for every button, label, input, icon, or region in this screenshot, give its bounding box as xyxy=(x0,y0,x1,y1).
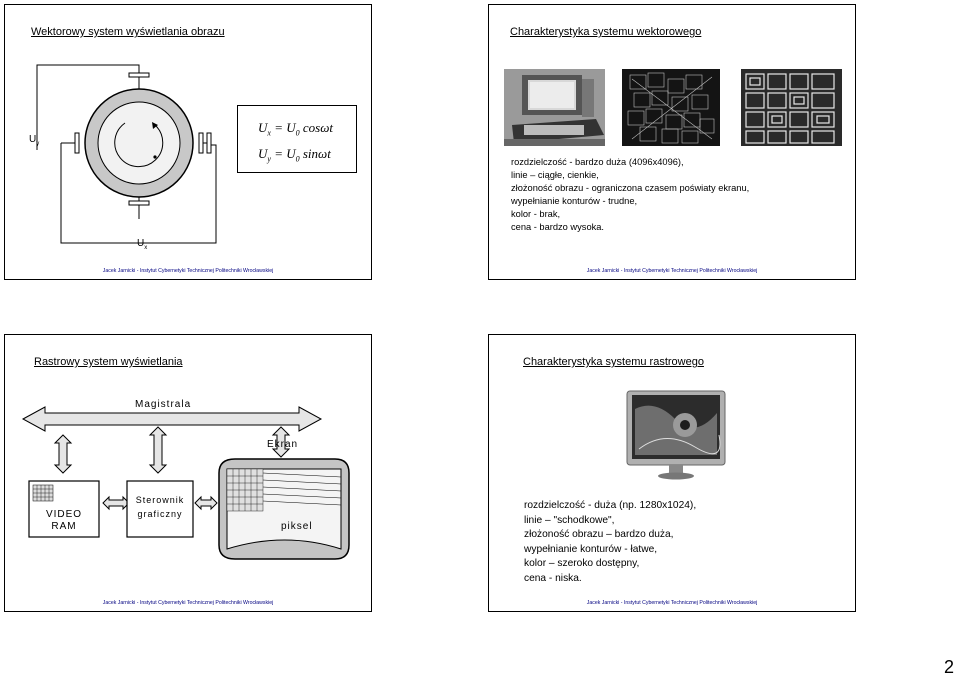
page-number: 2 xyxy=(943,657,954,677)
pixel-label: piksel xyxy=(281,521,313,532)
screen-label: Ekran xyxy=(267,439,299,450)
slide-footer: Jacek Jarnicki - Instytut Cybernetyki Te… xyxy=(586,268,758,274)
characteristics-list: rozdzielczość - duża (np. 1280x1024), li… xyxy=(524,499,696,586)
slide-vector-display: Wektorowy system wyświetlania obrazu Uy … xyxy=(4,4,372,280)
vector-display-diagram xyxy=(36,64,217,244)
slide-title: Rastrowy system wyświetlania xyxy=(34,356,183,368)
list-item: wypełnianie konturów - łatwe, xyxy=(524,543,658,555)
list-item: cena - bardzo wysoka. xyxy=(511,222,605,232)
slide-raster-display: Rastrowy system wyświetlania xyxy=(4,334,372,612)
list-item: cena - niska. xyxy=(524,572,582,584)
vector-graphics-image-1 xyxy=(622,69,720,146)
equations-box: Ux = U0 cosωt Uy = U0 sinωt xyxy=(237,105,357,173)
slide-raster-characteristics: Charakterystyka systemu rastrowego rozdz… xyxy=(488,334,856,612)
slide-title: Wektorowy system wyświetlania obrazu xyxy=(31,26,225,38)
slide-footer: Jacek Jarnicki - Instytut Cybernetyki Te… xyxy=(102,600,274,606)
slide-title: Charakterystyka systemu rastrowego xyxy=(523,356,704,368)
raster-display-diagram xyxy=(21,406,350,560)
list-item: rozdzielczość - bardzo duża (4096x4096), xyxy=(511,157,684,167)
controller-label: Sterownik graficzny xyxy=(135,495,185,519)
equation-uy: Uy = U0 sinωt xyxy=(258,146,331,164)
list-item: linie – ciągłe, cienkie, xyxy=(511,170,599,180)
video-ram-label: VIDEO RAM xyxy=(45,509,83,532)
list-item: kolor – szeroko dostępny, xyxy=(524,558,640,569)
list-item: złożoność obrazu – bardzo duża, xyxy=(524,529,674,540)
list-item: złożoność obrazu - ograniczona czasem po… xyxy=(511,183,750,193)
slide-footer: Jacek Jarnicki - Instytut Cybernetyki Te… xyxy=(102,268,274,274)
vector-graphics-image-2 xyxy=(741,69,842,146)
ux-label: Ux xyxy=(137,238,148,251)
slide-vector-characteristics: Charakterystyka systemu wektorowego xyxy=(488,4,856,280)
slide-title: Charakterystyka systemu wektorowego xyxy=(510,26,702,38)
list-item: linie – "schodkowe", xyxy=(524,514,615,526)
lcd-monitor-photo xyxy=(626,390,726,480)
bus-label: Magistrala xyxy=(135,399,192,410)
slide-footer: Jacek Jarnicki - Instytut Cybernetyki Te… xyxy=(586,600,758,606)
list-item: kolor - brak, xyxy=(511,209,561,219)
list-item: rozdzielczość - duża (np. 1280x1024), xyxy=(524,500,697,511)
list-item: wypełnianie konturów - trudne, xyxy=(511,196,638,206)
vector-terminal-photo xyxy=(504,69,605,146)
equation-ux: Ux = U0 cosωt xyxy=(258,120,333,138)
characteristics-list: rozdzielczość - bardzo duża (4096x4096),… xyxy=(511,156,749,234)
uy-label: Uy xyxy=(29,134,40,147)
